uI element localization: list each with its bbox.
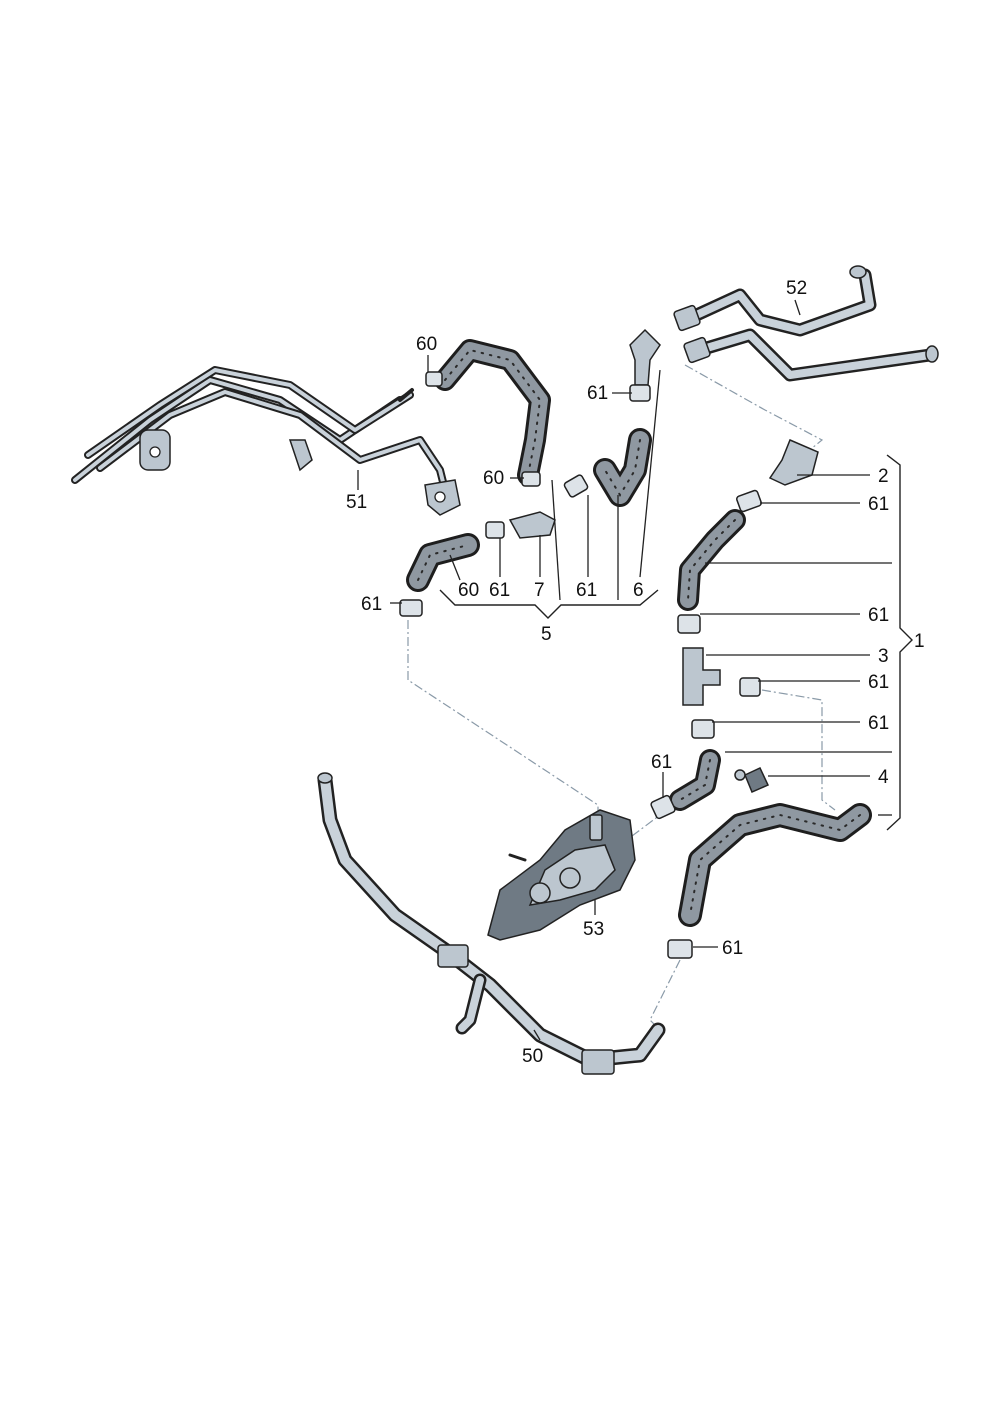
callout-3: 3: [878, 646, 889, 667]
clamp-61-b: [563, 474, 589, 498]
callout-1: 1: [914, 631, 925, 652]
clamp-60-top: [425, 371, 443, 387]
callout-50: 50: [522, 1046, 543, 1067]
callout-61-a: 61: [587, 383, 608, 404]
hose-clamps: [399, 371, 762, 959]
callout-61-f: 61: [868, 605, 889, 626]
clamp-61-f: [677, 614, 701, 634]
brace-5: [439, 589, 659, 619]
coolant-pipe-50: [317, 772, 666, 1075]
clamp-61-i: [650, 794, 676, 820]
clamp-61-e: [736, 489, 762, 513]
callout-6: 6: [633, 580, 644, 601]
callout-61-e: 61: [868, 494, 889, 515]
callout-7: 7: [534, 580, 545, 601]
brace-1: [886, 454, 913, 831]
callout-61-i: 61: [651, 752, 672, 773]
clamp-61-j: [667, 939, 693, 959]
callout-51: 51: [346, 492, 367, 513]
clamp-61-a: [629, 384, 651, 402]
callout-61-h: 61: [868, 713, 889, 734]
callout-61-j: 61: [722, 938, 743, 959]
callout-labels: 1 2 3 4 5 6 7 50 51 52 53 60 60 60 61 61…: [346, 278, 925, 1067]
coolant-hoses: [406, 339, 872, 927]
callout-61-b: 61: [489, 580, 510, 601]
callout-61-d: 61: [361, 594, 382, 615]
callout-60-low: 60: [458, 580, 479, 601]
clamp-61-h: [691, 719, 715, 739]
callout-60-top: 60: [416, 334, 437, 355]
metal-pipe-assembly-52: [673, 265, 939, 382]
clamp-61-g: [739, 677, 761, 697]
callout-52: 52: [786, 278, 807, 299]
leader-lines: [357, 299, 913, 1041]
callout-53: 53: [583, 919, 604, 940]
coolant-pump-housing-53: [487, 809, 636, 941]
metal-pipe-bundle-51: [71, 366, 461, 516]
t-piece-7: [508, 511, 556, 539]
callout-61-c: 61: [576, 580, 597, 601]
callout-61-g: 61: [868, 672, 889, 693]
callout-2: 2: [878, 466, 889, 487]
callout-60-mid: 60: [483, 468, 504, 489]
t-piece-3: [682, 647, 721, 706]
pipe-bracket-mid: [288, 439, 313, 472]
fittings: [508, 328, 819, 793]
alignment-dash-lines: [407, 364, 836, 1031]
valve-4: [744, 767, 770, 793]
clamp-61-d: [399, 599, 423, 617]
callout-4: 4: [878, 767, 889, 788]
elbow-connector: [629, 328, 661, 386]
callout-5: 5: [541, 624, 552, 645]
clamp-60-mid: [521, 471, 541, 487]
clamp-61-c: [485, 521, 505, 539]
quick-connector-2: [768, 439, 819, 486]
